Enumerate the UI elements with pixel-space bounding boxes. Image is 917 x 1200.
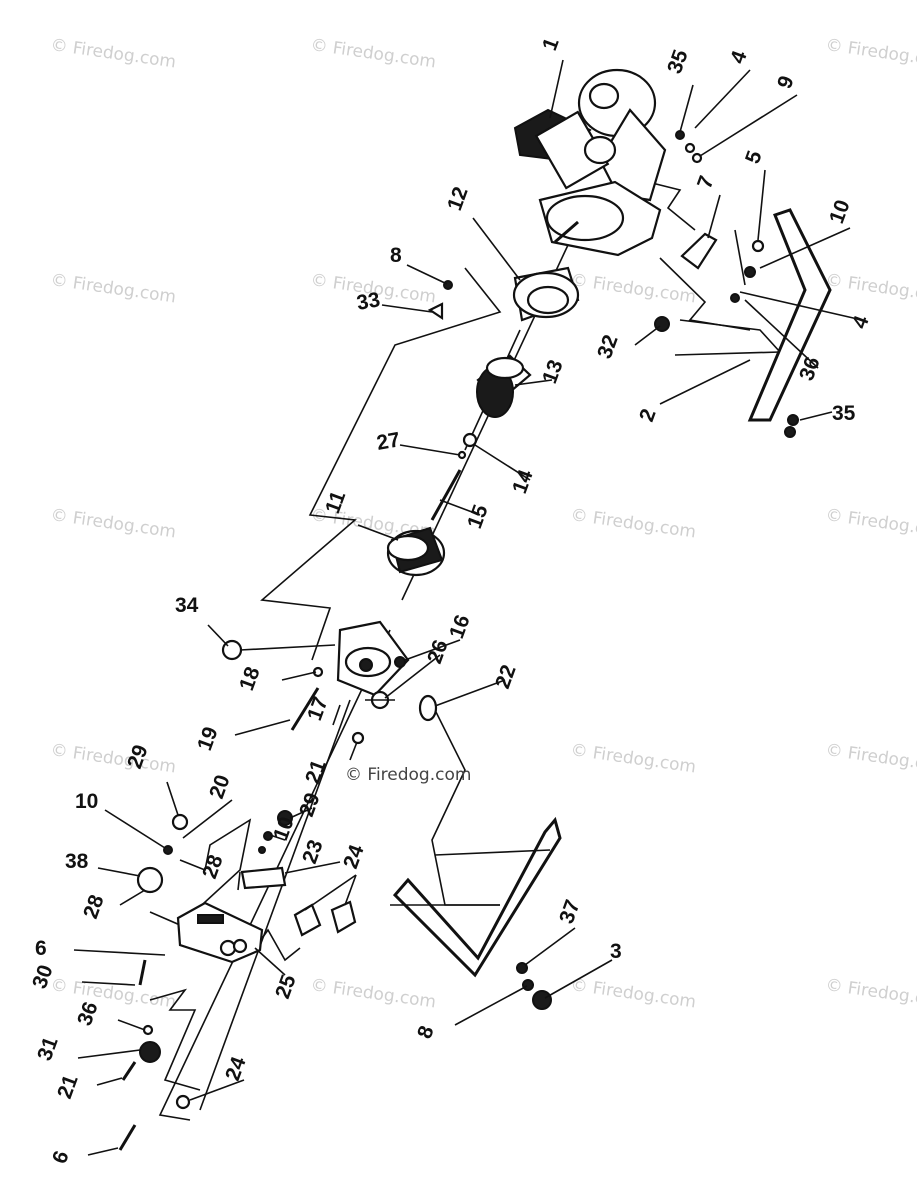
callout-label: 21 bbox=[53, 1072, 83, 1102]
callout-label: 10 bbox=[825, 197, 855, 227]
callout-label: 23 bbox=[298, 837, 328, 867]
callout-label: 8 bbox=[413, 1023, 439, 1042]
knobs bbox=[293, 900, 357, 937]
callout-label: 10 bbox=[75, 790, 98, 813]
callout-label: 26 bbox=[423, 637, 453, 667]
handle-frame bbox=[674, 208, 832, 438]
callout-label: 28 bbox=[79, 892, 109, 922]
lower-stand-frame bbox=[390, 816, 562, 1010]
callout-label: 19 bbox=[193, 724, 223, 754]
callout-label: 17 bbox=[303, 694, 333, 724]
callout-label: 35 bbox=[832, 402, 856, 425]
watermark-text: © Firedog.com bbox=[824, 740, 917, 777]
watermark-text: © Firedog.com bbox=[569, 975, 697, 1012]
callout-label: 4 bbox=[726, 48, 752, 67]
center-watermark: © Firedog.com bbox=[345, 765, 471, 785]
callout-label: 38 bbox=[65, 850, 89, 873]
gear-housing bbox=[221, 620, 410, 697]
callout-label: 28 bbox=[198, 852, 228, 882]
lower-shaft-and-bolts bbox=[118, 959, 191, 1151]
callout-label: 18 bbox=[235, 664, 265, 694]
callout-label: 29 bbox=[295, 790, 325, 820]
watermark-text: © Firedog.com bbox=[49, 505, 177, 542]
callout-label: 20 bbox=[205, 772, 235, 802]
planet-gear bbox=[476, 354, 532, 418]
callout-label: 27 bbox=[375, 428, 402, 455]
ring-gear-housing bbox=[512, 266, 580, 322]
callout-leader-lines bbox=[73, 59, 863, 1156]
watermark-text: © Firedog.com bbox=[824, 975, 917, 1012]
callout-label: 5 bbox=[741, 148, 767, 167]
callout-label: 15 bbox=[463, 502, 493, 532]
callout-label: 10 bbox=[269, 814, 299, 844]
watermark-text: © Firedog.com bbox=[824, 505, 917, 542]
callout-label: 6 bbox=[48, 1148, 74, 1167]
callout-label: 34 bbox=[175, 594, 199, 617]
callout-label: 7 bbox=[693, 173, 719, 192]
fastener-group-mid bbox=[290, 666, 438, 745]
watermark-text: © Firedog.com bbox=[569, 740, 697, 777]
callout-label: 2 bbox=[635, 406, 661, 425]
watermark-text: © Firedog.com bbox=[824, 35, 917, 72]
callout-label: 14 bbox=[508, 467, 538, 497]
watermark-text: © Firedog.com bbox=[569, 505, 697, 542]
callout-label: 25 bbox=[271, 972, 301, 1002]
engine-assembly bbox=[513, 68, 667, 257]
callout-label: 32 bbox=[593, 332, 623, 362]
callout-label: 8 bbox=[390, 244, 402, 267]
callout-label: 22 bbox=[491, 662, 521, 692]
watermark-text: © Firedog.com bbox=[49, 975, 177, 1012]
callout-label: 31 bbox=[33, 1034, 63, 1064]
watermark-text: © Firedog.com bbox=[309, 35, 437, 72]
callout-label: 37 bbox=[555, 897, 585, 927]
watermark-text: © Firedog.com bbox=[824, 270, 917, 307]
callout-label: 35 bbox=[663, 47, 693, 77]
watermark-text: © Firedog.com bbox=[49, 740, 177, 777]
callout-label: 6 bbox=[35, 937, 47, 960]
callout-label: 33 bbox=[355, 288, 382, 315]
control-plate bbox=[136, 810, 293, 964]
throttle-bracket bbox=[680, 229, 756, 303]
watermark-text: © Firedog.com bbox=[309, 975, 437, 1012]
callout-label: 3 bbox=[610, 940, 622, 963]
callout-label: 13 bbox=[538, 357, 568, 387]
callout-label: 21 bbox=[301, 757, 331, 787]
callout-label: 4 bbox=[848, 313, 874, 332]
callout-label: 24 bbox=[221, 1054, 251, 1084]
clutch-drum bbox=[386, 526, 446, 577]
callout-label: 24 bbox=[339, 842, 369, 872]
callout-label: 12 bbox=[443, 184, 473, 214]
drive-shaft bbox=[430, 432, 478, 521]
callout-label: 9 bbox=[773, 73, 799, 92]
callout-label: 16 bbox=[445, 612, 475, 642]
callout-label: 1 bbox=[538, 35, 564, 54]
watermark-text: © Firedog.com bbox=[49, 270, 177, 307]
callout-label: 36 bbox=[73, 999, 103, 1029]
watermark-text: © Firedog.com bbox=[49, 35, 177, 72]
